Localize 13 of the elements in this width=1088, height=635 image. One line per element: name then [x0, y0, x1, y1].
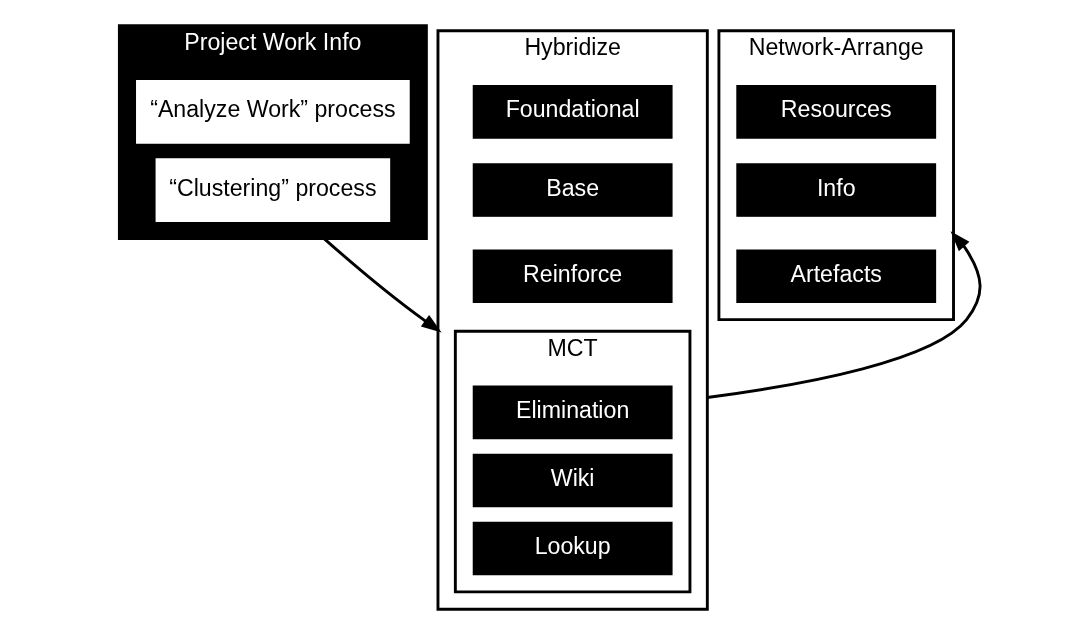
arrow [323, 237, 442, 333]
node-box: Resources [736, 85, 937, 139]
arrow [707, 231, 982, 399]
node-box: Artefacts [736, 249, 937, 303]
node-box: Info [736, 163, 937, 217]
node-box: Elimination [472, 385, 673, 440]
node-box: “Clustering” process [155, 158, 391, 222]
node-box: Lookup [472, 521, 673, 576]
node-box: Foundational [472, 85, 673, 139]
node-box: Reinforce [472, 249, 673, 303]
node-box: Wiki [472, 453, 673, 508]
node-box: Base [472, 163, 673, 217]
node-box: “Analyze Work” process [136, 80, 410, 144]
